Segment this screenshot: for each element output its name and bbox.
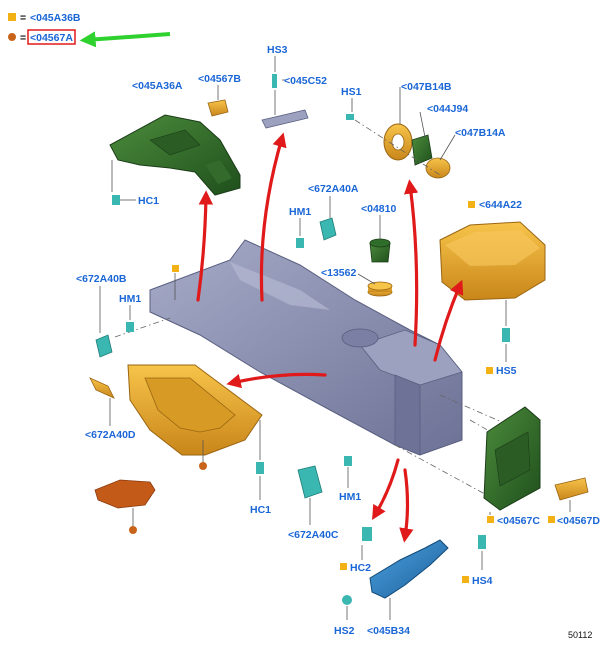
part-04810 (369, 238, 391, 263)
label-hs5: HS5 (496, 365, 517, 377)
code-markers (340, 201, 555, 583)
label-04567B: <04567B (198, 73, 241, 85)
label-hc1-lower: HC1 (250, 504, 271, 516)
part-045B34-bracket (369, 539, 449, 599)
label-045B34: <045B34 (367, 625, 410, 637)
marker-circle-panel (199, 462, 207, 470)
part-644A22-armrest (439, 221, 546, 301)
label-672A40A: <672A40A (308, 183, 359, 195)
label-04810: <04810 (361, 203, 396, 215)
hm1-clip-lower (344, 456, 352, 466)
legend-ref-square (172, 265, 179, 272)
legend-square-marker (8, 13, 16, 21)
legend-code-square: <045A36B (30, 12, 81, 24)
hm1-clip-left (126, 322, 134, 332)
legend-code-circle: <04567A (30, 32, 73, 44)
label-13562: <13562 (321, 267, 356, 279)
label-045C52: <045C52 (284, 75, 327, 87)
hs1-screw (346, 114, 354, 120)
marker-circle-mat (129, 526, 137, 534)
label-hm1-left: HM1 (119, 293, 141, 305)
part-672A40A (296, 217, 337, 248)
hc2-clip (362, 527, 372, 541)
legend-eq-1: = (20, 12, 26, 24)
hs5-screw (502, 328, 510, 342)
label-hs4: HS4 (472, 575, 493, 587)
label-672A40B: <672A40B (76, 273, 127, 285)
hs2-screw (342, 595, 352, 605)
label-hc2: HC2 (350, 562, 371, 574)
part-04567D (554, 477, 589, 501)
part-047B14-assembly (346, 114, 451, 179)
label-hs2: HS2 (334, 625, 355, 637)
label-045A36A: <045A36A (132, 80, 183, 92)
label-04567D: <04567D (557, 515, 600, 527)
label-047B14A: <047B14A (455, 127, 506, 139)
label-672A40C: <672A40C (288, 529, 339, 541)
assembly-arrows (196, 132, 464, 543)
part-045A36A-bracket (109, 114, 241, 196)
label-044J94: <044J94 (427, 103, 468, 115)
part-045C52 (261, 74, 309, 129)
part-04567B (207, 99, 229, 117)
hm1-clip-upper (296, 238, 304, 248)
part-672A40D (89, 377, 115, 399)
legend-highlight-box (27, 29, 76, 45)
part-672A40C (297, 456, 352, 499)
legend: = <045A36B = <04567A (8, 12, 171, 48)
label-672A40D: <672A40D (85, 429, 136, 441)
part-672A40B (95, 322, 134, 358)
label-hc1-upper: HC1 (138, 195, 159, 207)
part-044J94 (411, 134, 433, 166)
figure-id: 50112 (568, 630, 592, 640)
part-04567A-mat (94, 479, 156, 509)
part-04567C-panel (483, 406, 541, 511)
part-13562 (367, 281, 393, 297)
label-hm1-lower: HM1 (339, 491, 361, 503)
label-hs1: HS1 (341, 86, 362, 98)
label-hm1-upper: HM1 (289, 206, 311, 218)
legend-circle-marker (8, 33, 16, 41)
hc1-clip-lower (256, 462, 264, 474)
label-04567C: <04567C (497, 515, 540, 527)
part-045A36B-panel (127, 364, 263, 456)
label-644A22: <644A22 (479, 199, 522, 211)
center-console-body (149, 239, 463, 456)
hc1-clip-upper (112, 195, 120, 205)
legend-eq-2: = (20, 32, 26, 44)
hs4-screw (478, 535, 486, 549)
green-pointer-arrow (79, 31, 171, 48)
part-047B14A (425, 157, 451, 179)
label-047B14B: <047B14B (401, 81, 452, 93)
label-hs3: HS3 (267, 44, 288, 56)
